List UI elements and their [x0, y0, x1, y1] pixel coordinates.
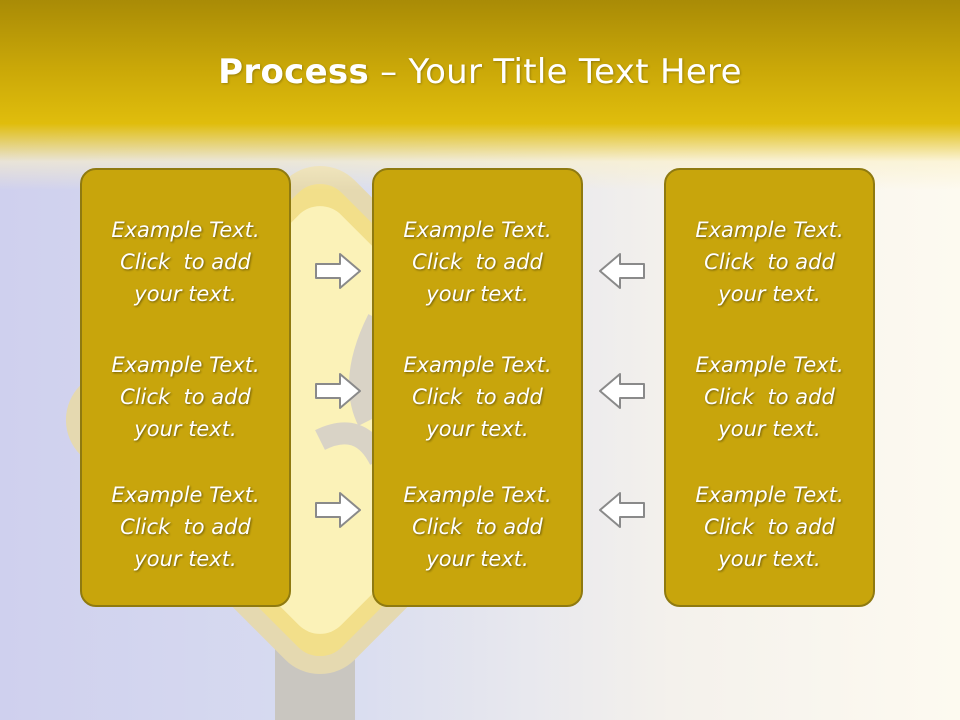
text-line: Click to add [120, 385, 251, 409]
process-box-center[interactable]: Example Text. Click to add your text. Ex… [372, 168, 583, 607]
text-block[interactable]: Example Text. Click to add your text. [666, 349, 873, 445]
text-line: your text. [426, 547, 529, 571]
process-box-left[interactable]: Example Text. Click to add your text. Ex… [80, 168, 291, 607]
text-line: your text. [426, 282, 529, 306]
slide-title[interactable]: Process – Your Title Text Here [0, 52, 960, 92]
text-line: Click to add [704, 385, 835, 409]
text-line: your text. [718, 282, 821, 306]
text-line: Example Text. [695, 483, 844, 507]
text-block[interactable]: Example Text. Click to add your text. [666, 214, 873, 310]
title-bar [0, 0, 960, 190]
text-line: Example Text. [111, 483, 260, 507]
text-line: Click to add [704, 515, 835, 539]
text-line: Example Text. [111, 218, 260, 242]
text-block[interactable]: Example Text. Click to add your text. [82, 349, 289, 445]
text-line: Example Text. [403, 353, 552, 377]
text-block[interactable]: Example Text. Click to add your text. [82, 479, 289, 575]
text-line: Example Text. [403, 218, 552, 242]
text-block[interactable]: Example Text. Click to add your text. [374, 214, 581, 310]
text-block[interactable]: Example Text. Click to add your text. [666, 479, 873, 575]
text-line: Example Text. [111, 353, 260, 377]
text-block[interactable]: Example Text. Click to add your text. [374, 349, 581, 445]
text-line: Click to add [412, 515, 543, 539]
text-line: Click to add [704, 250, 835, 274]
text-line: your text. [134, 282, 237, 306]
text-line: your text. [134, 417, 237, 441]
text-block[interactable]: Example Text. Click to add your text. [82, 214, 289, 310]
text-line: Click to add [120, 250, 251, 274]
arrow-left-icon[interactable] [598, 490, 646, 530]
arrow-left-icon[interactable] [598, 371, 646, 411]
text-line: your text. [718, 547, 821, 571]
arrow-right-icon[interactable] [314, 490, 362, 530]
text-block[interactable]: Example Text. Click to add your text. [374, 479, 581, 575]
arrow-right-icon[interactable] [314, 251, 362, 291]
process-box-right[interactable]: Example Text. Click to add your text. Ex… [664, 168, 875, 607]
text-line: your text. [426, 417, 529, 441]
title-rest: – Your Title Text Here [369, 52, 742, 92]
text-line: your text. [134, 547, 237, 571]
text-line: Click to add [120, 515, 251, 539]
arrow-left-icon[interactable] [598, 251, 646, 291]
text-line: your text. [718, 417, 821, 441]
arrow-right-icon[interactable] [314, 371, 362, 411]
text-line: Example Text. [695, 353, 844, 377]
title-bold: Process [218, 52, 370, 92]
text-line: Example Text. [695, 218, 844, 242]
text-line: Click to add [412, 385, 543, 409]
text-line: Click to add [412, 250, 543, 274]
text-line: Example Text. [403, 483, 552, 507]
